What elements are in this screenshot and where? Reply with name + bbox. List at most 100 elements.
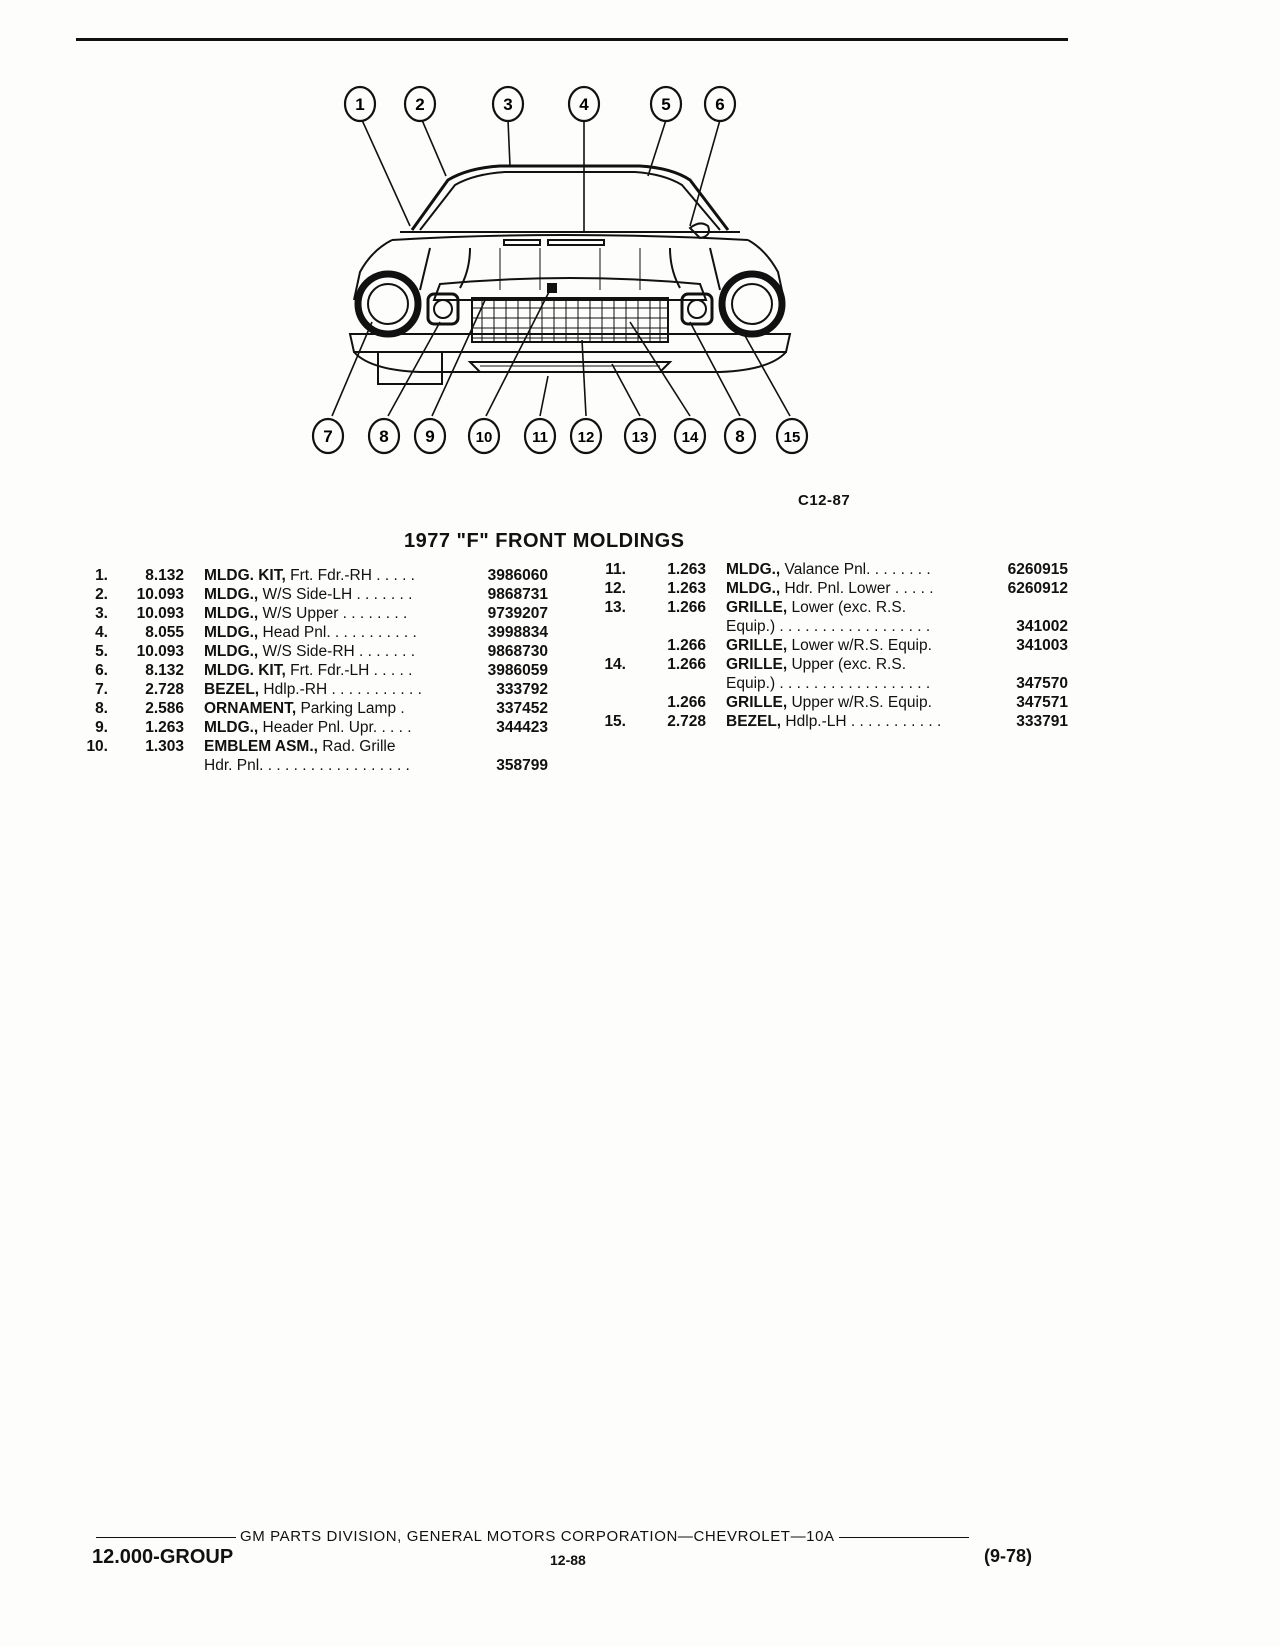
callout-label: 1 — [355, 95, 364, 114]
group-number: 1.303 — [145, 738, 184, 755]
part-row: 1. 8.132 MLDG. KIT, Frt. Fdr.-RH . . . . .… — [80, 566, 550, 585]
part-description: GRILLE, Upper (exc. R.S. — [726, 655, 906, 674]
callout-label: 8 — [735, 427, 744, 446]
part-description: Equip.) . . . . . . . . . . . . . . . . … — [726, 674, 930, 693]
part-name: GRILLE, — [726, 656, 788, 673]
item-number: 1. — [95, 567, 108, 584]
group-number: 1.266 — [667, 656, 706, 673]
callout-14: 14 — [673, 417, 707, 455]
callout-label: 5 — [661, 95, 670, 114]
part-description: MLDG., Hdr. Pnl. Lower . . . . . — [726, 579, 934, 598]
group-number: 1.266 — [667, 637, 706, 654]
part-name: MLDG., — [726, 561, 781, 578]
part-name: GRILLE, — [726, 694, 788, 711]
part-name: EMBLEM ASM., — [204, 738, 318, 755]
part-description: ORNAMENT, Parking Lamp . — [204, 699, 405, 718]
callout-11: 11 — [523, 417, 557, 455]
part-detail: Rad. Grille — [317, 738, 396, 755]
item-number: 13. — [604, 599, 626, 616]
part-detail: Hdlp.-RH . . . . . . . . . . . — [259, 681, 422, 698]
part-number: 9739207 — [487, 605, 548, 622]
part-number: 3998834 — [487, 624, 548, 641]
group-number: 1.266 — [667, 694, 706, 711]
part-detail: Hdr. Pnl. . . . . . . . . . . . . . . . … — [204, 757, 410, 774]
group-number: 2.728 — [667, 713, 706, 730]
part-row: 14. 1.266 GRILLE, Upper (exc. R.S. — [590, 655, 1070, 674]
part-detail: Equip.) . . . . . . . . . . . . . . . . … — [726, 675, 931, 692]
callout-label: 8 — [379, 427, 388, 446]
part-row: Equip.) . . . . . . . . . . . . . . . . … — [590, 674, 1070, 693]
part-name: MLDG., — [204, 719, 259, 736]
page-number: 12-88 — [550, 1552, 586, 1568]
figure-code: C12-87 — [798, 492, 851, 509]
callouts-bottom: 7 8 9 10 11 12 13 14 8 15 — [311, 417, 809, 455]
callout-7: 7 — [311, 417, 345, 455]
callout-label: 14 — [682, 429, 699, 446]
callout-9: 9 — [413, 417, 447, 455]
group-number: 1.263 — [667, 580, 706, 597]
item-number: 4. — [95, 624, 108, 641]
part-name: GRILLE, — [726, 599, 788, 616]
item-number: 2. — [95, 586, 108, 603]
part-detail: Head Pnl. . . . . . . . . . . — [258, 624, 417, 641]
callout-label: 10 — [476, 429, 493, 446]
part-name: GRILLE, — [726, 637, 788, 654]
group-number: 8.132 — [145, 567, 184, 584]
part-row: Hdr. Pnl. . . . . . . . . . . . . . . . … — [80, 756, 550, 775]
group-number: 8.055 — [145, 624, 184, 641]
part-detail: Lower (exc. R.S. — [787, 599, 907, 616]
callout-12: 12 — [569, 417, 603, 455]
top-rule — [76, 38, 1068, 41]
callout-label: 13 — [632, 429, 649, 446]
part-detail: Header Pnl. Upr. . . . . — [258, 719, 412, 736]
callout-15: 15 — [775, 417, 809, 455]
part-detail: Hdlp.-LH . . . . . . . . . . . — [781, 713, 942, 730]
part-number: 3986060 — [487, 567, 548, 584]
callout-13: 13 — [623, 417, 657, 455]
part-name: ORNAMENT, — [204, 700, 297, 717]
part-description: MLDG. KIT, Frt. Fdr.-RH . . . . . — [204, 566, 415, 585]
part-detail: Lower w/R.S. Equip. — [787, 637, 932, 654]
part-detail: Valance Pnl. . . . . . . . — [780, 561, 931, 578]
callout-label: 4 — [579, 95, 589, 114]
part-name: MLDG., — [204, 624, 259, 641]
part-detail: W/S Side-LH . . . . . . . — [258, 586, 413, 603]
part-description: Hdr. Pnl. . . . . . . . . . . . . . . . … — [204, 756, 410, 775]
group-number: 10.093 — [136, 643, 184, 660]
part-description: MLDG., Header Pnl. Upr. . . . . — [204, 718, 412, 737]
callout-10: 10 — [467, 417, 501, 455]
group-number: 2.728 — [145, 681, 184, 698]
part-description: MLDG., Valance Pnl. . . . . . . . — [726, 560, 931, 579]
part-row: 10. 1.303 EMBLEM ASM., Rad. Grille — [80, 737, 550, 756]
part-name: MLDG., — [726, 580, 781, 597]
item-number: 7. — [95, 681, 108, 698]
callout-label: 11 — [532, 429, 548, 446]
part-detail: Equip.) . . . . . . . . . . . . . . . . … — [726, 618, 931, 635]
leader-lines — [331, 119, 791, 417]
part-description: MLDG., Head Pnl. . . . . . . . . . . — [204, 623, 417, 642]
part-name: MLDG., — [204, 643, 259, 660]
group-code: 12.000-GROUP — [92, 1546, 234, 1568]
part-detail: Hdr. Pnl. Lower . . . . . — [780, 580, 934, 597]
footer-division: GM PARTS DIVISION, GENERAL MOTORS CORPOR… — [240, 1528, 835, 1545]
part-number: 347570 — [1016, 675, 1068, 692]
group-number: 10.093 — [136, 605, 184, 622]
item-number: 14. — [604, 656, 626, 673]
part-description: EMBLEM ASM., Rad. Grille — [204, 737, 395, 756]
item-number: 10. — [86, 738, 108, 755]
item-number: 6. — [95, 662, 108, 679]
item-number: 15. — [604, 713, 626, 730]
part-number: 9868731 — [487, 586, 548, 603]
part-number: 358799 — [496, 757, 548, 774]
part-number: 337452 — [496, 700, 548, 717]
callout-6: 6 — [703, 85, 737, 123]
callout-1: 1 — [343, 85, 377, 123]
group-number: 10.093 — [136, 586, 184, 603]
